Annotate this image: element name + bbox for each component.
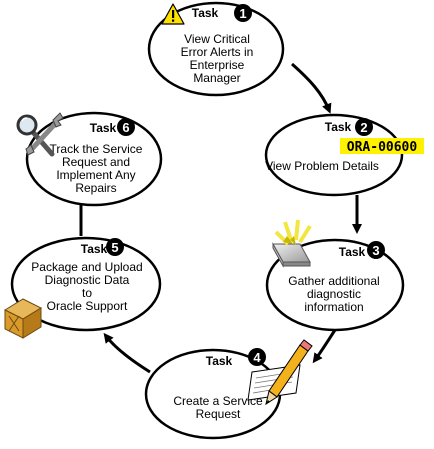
task-5-line-4: Oracle Support (47, 299, 128, 313)
task-3-line-2: diagnostic (307, 287, 361, 301)
task-1-line-4: Manager (193, 71, 240, 85)
task-4-line-2: Request (196, 407, 241, 421)
task-6-ellipse (25, 111, 163, 207)
arrow-task1-to-task2 (291, 62, 332, 114)
task-5-line-3: to (82, 286, 92, 300)
arrow-task3-to-task4 (312, 326, 339, 364)
task-4-number-badge (248, 348, 266, 366)
task-4-number: 4 (253, 350, 261, 365)
task-1-ellipse (147, 1, 285, 97)
task-3-title: Task (339, 245, 366, 259)
task-6-number-badge (117, 118, 135, 136)
task-4-title: Task (206, 354, 233, 368)
task-2-number: 2 (360, 120, 367, 135)
package-box-icon (3, 298, 43, 339)
wrench-magnifier-icon (16, 112, 64, 157)
task-1-node: Task 1 View Critical Error Alerts in Ent… (147, 1, 285, 97)
task-6-title: Task (90, 121, 117, 135)
task-3-line-1: Gather additional (288, 274, 379, 288)
task-5-line-2: Diagnostic Data (45, 273, 130, 287)
task-5-line-1: Package and Upload (31, 260, 142, 274)
task-4-line-1: Create a Service (173, 394, 263, 408)
task-1-line-3: Enterprise (190, 58, 245, 72)
task-5-node: Task 5 Package and Upload Diagnostic Dat… (3, 236, 162, 339)
warning-icon (161, 3, 185, 25)
task-6-line-2: Request and (62, 155, 130, 169)
task-3-node: Task 3 Gather additional diagnostic info… (265, 219, 405, 332)
task-2-title: Task (325, 120, 352, 134)
task-6-line-3: Implement Any (56, 168, 135, 182)
task-2-number-badge (355, 118, 373, 136)
arrow-task4-to-task5 (103, 332, 151, 374)
task-5-number: 5 (111, 240, 118, 255)
task-1-number-badge (234, 4, 252, 22)
error-code-text: ORA-00600 (347, 140, 418, 155)
task-1-line-1: View Critical (184, 32, 250, 46)
spotlight-box-icon (272, 219, 312, 268)
task-1-number: 1 (239, 6, 246, 21)
task-6-number: 6 (122, 120, 129, 135)
task-1-line-2: Error Alerts in (181, 45, 254, 59)
task-4-node: Task 4 Create a Service Request (144, 339, 313, 440)
task-6-node: Task 6 Track the Service Request and Imp… (16, 111, 163, 207)
task-2-node: Task 2 View Problem Details ORA-00600 (264, 113, 424, 197)
task-5-title: Task (81, 242, 108, 256)
task-5-number-badge (106, 238, 124, 256)
task-3-line-3: information (304, 300, 363, 314)
task-3-number-badge (367, 241, 385, 259)
error-code-label: ORA-00600 (340, 138, 424, 155)
task-5-ellipse (10, 236, 162, 332)
task-6-line-1: Track the Service (50, 142, 143, 156)
task-2-line-1: View Problem Details (265, 159, 379, 173)
task-3-number: 3 (372, 243, 379, 258)
task-1-title: Task (192, 6, 219, 20)
pencil-form-icon (247, 339, 313, 406)
task-6-line-4: Repairs (75, 181, 116, 195)
